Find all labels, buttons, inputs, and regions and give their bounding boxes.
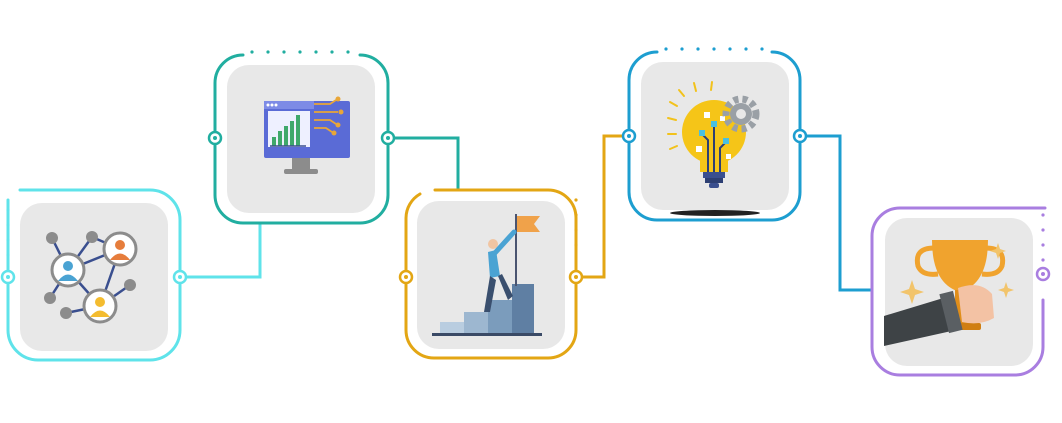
network-people-icon (44, 231, 138, 324)
lightbulb-gear-icon (667, 81, 760, 188)
dotted-accent (664, 47, 764, 51)
step-3-card (398, 188, 584, 360)
dotted-accent (250, 50, 350, 54)
step-4-card (621, 47, 808, 222)
connector-1-2 (180, 222, 262, 279)
climbing-flag-icon (432, 214, 542, 336)
dotted-accent (574, 198, 578, 247)
monitor-chart-icon (264, 96, 350, 174)
step-1-card (0, 188, 188, 362)
dotted-accent (6, 208, 10, 257)
trophy-hand-icon (884, 240, 1014, 346)
connector-4-5 (800, 134, 872, 292)
step-2-card (207, 50, 396, 225)
icon-tile (20, 203, 168, 351)
connector-3-4 (578, 134, 628, 279)
dotted-accent (1041, 213, 1045, 262)
step-5-card (870, 206, 1051, 377)
connector-2-3 (388, 136, 460, 190)
